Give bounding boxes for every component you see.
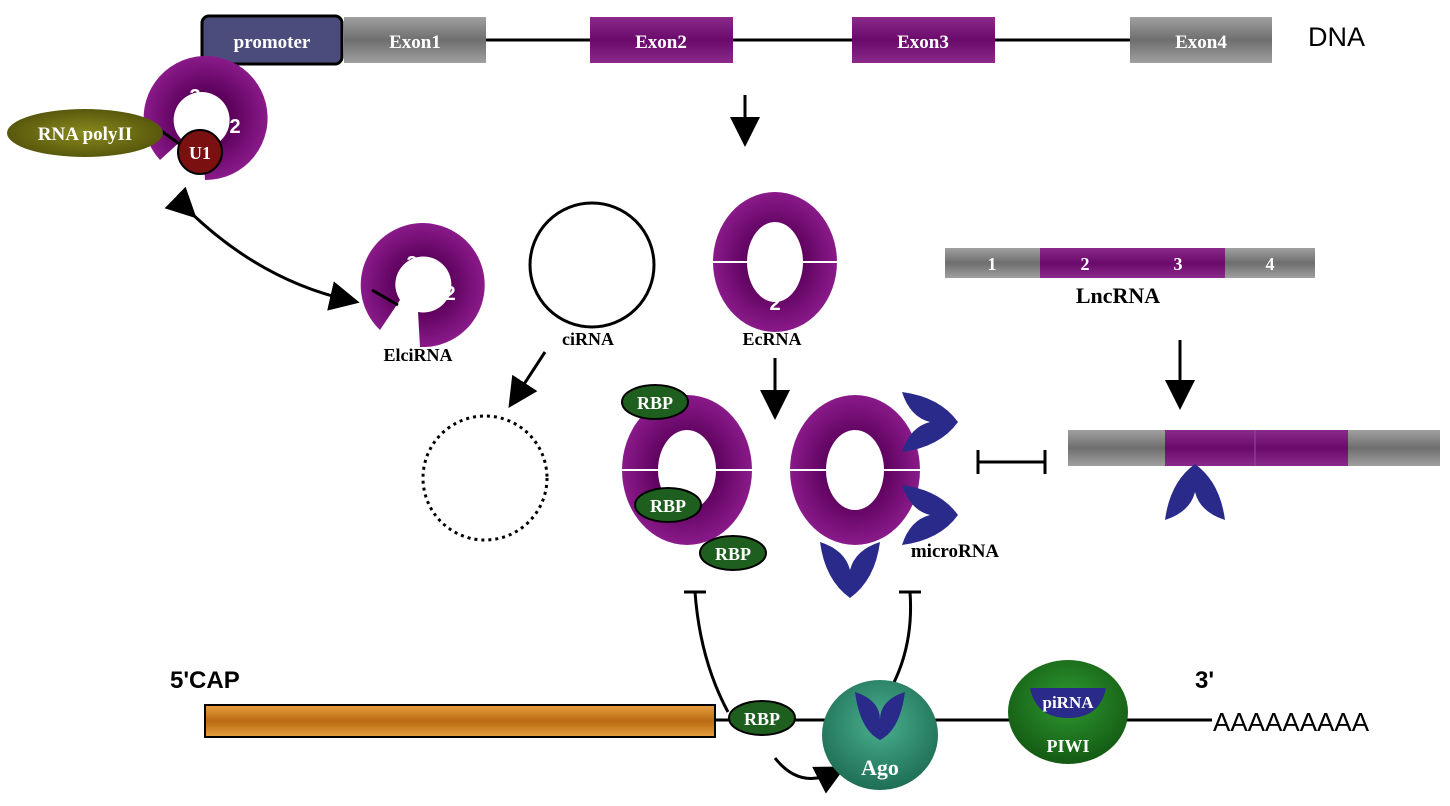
ring-number-2: 2 [229, 116, 240, 138]
exon1-label: Exon1 [389, 32, 441, 53]
cirna: ciRNA [421, 201, 656, 542]
u1-snrnp [177, 129, 223, 175]
elcirna-label: ElciRNA [384, 345, 453, 365]
rna-polyii-label: RNA polyII [38, 124, 133, 145]
polya-tail: AAAAAAAAA [1213, 707, 1370, 737]
promoter-label: promoter [234, 32, 311, 53]
three-prime-label: 3' [1195, 667, 1214, 694]
elcirna: 3 2 ElciRNA [360, 223, 485, 365]
lncrna-label: LncRNA [1076, 283, 1160, 308]
cap-label: 5'CAP [170, 667, 240, 694]
piwi-label: PIWI [1046, 736, 1089, 756]
lncrna-bound [1068, 430, 1440, 520]
lncrna-segment-1: 1 [988, 254, 997, 274]
exon1-box [344, 17, 486, 63]
microrna-label: microRNA [911, 541, 1000, 562]
microrna-on-lncrna [1165, 464, 1225, 520]
lncrna-segment-3: 3 [1174, 254, 1183, 274]
rbp-label: RBP [715, 544, 751, 564]
rbp-label: RBP [650, 496, 686, 516]
lncrna-segment-4: 4 [1266, 254, 1275, 274]
promoter-box [200, 14, 344, 66]
ecrna: 3 2 EcRNA [713, 192, 837, 349]
exon2-box [590, 17, 733, 63]
ecrna-label: EcRNA [743, 329, 802, 349]
mirna-sponge-circrna: microRNA [790, 392, 999, 598]
pirna-label: piRNA [1042, 693, 1094, 712]
rbp-bound-circrna: RBP RBP RBP [621, 384, 767, 571]
rna-polyii [7, 109, 163, 157]
dna-strand: promoter Exon1 Exon2 Exon3 Exon4 DNA [200, 14, 1365, 66]
lncrna: 1 2 3 4 LncRNA [945, 248, 1315, 308]
rbp-label: RBP [637, 393, 673, 413]
ecrna-number-2: 2 [769, 293, 780, 315]
transcribing-ring: 3 2 RNA polyII U1 [7, 56, 268, 181]
u1-label: U1 [189, 143, 211, 163]
ecrna-number-3: 3 [769, 231, 780, 253]
exon3-label: Exon3 [897, 32, 949, 53]
mrna: 5'CAP 3' AAAAAAAAA RBP Ago piRNA PIWI [170, 660, 1370, 790]
elcirna-number-3: 3 [406, 253, 417, 275]
degraded-cirna [421, 414, 549, 542]
ring-number-3: 3 [189, 86, 200, 108]
elcirna-number-2: 2 [444, 283, 455, 305]
exon4-box [1130, 17, 1272, 63]
exon4-label: Exon4 [1175, 32, 1227, 53]
exon3-box [852, 17, 995, 63]
mrna-rbp-label: RBP [744, 709, 780, 729]
exon2-label: Exon2 [635, 32, 687, 53]
ago-label: Ago [861, 755, 899, 780]
dna-label: DNA [1308, 22, 1365, 52]
lncrna-segment-2: 2 [1081, 254, 1090, 274]
cirna-label: ciRNA [562, 329, 614, 349]
